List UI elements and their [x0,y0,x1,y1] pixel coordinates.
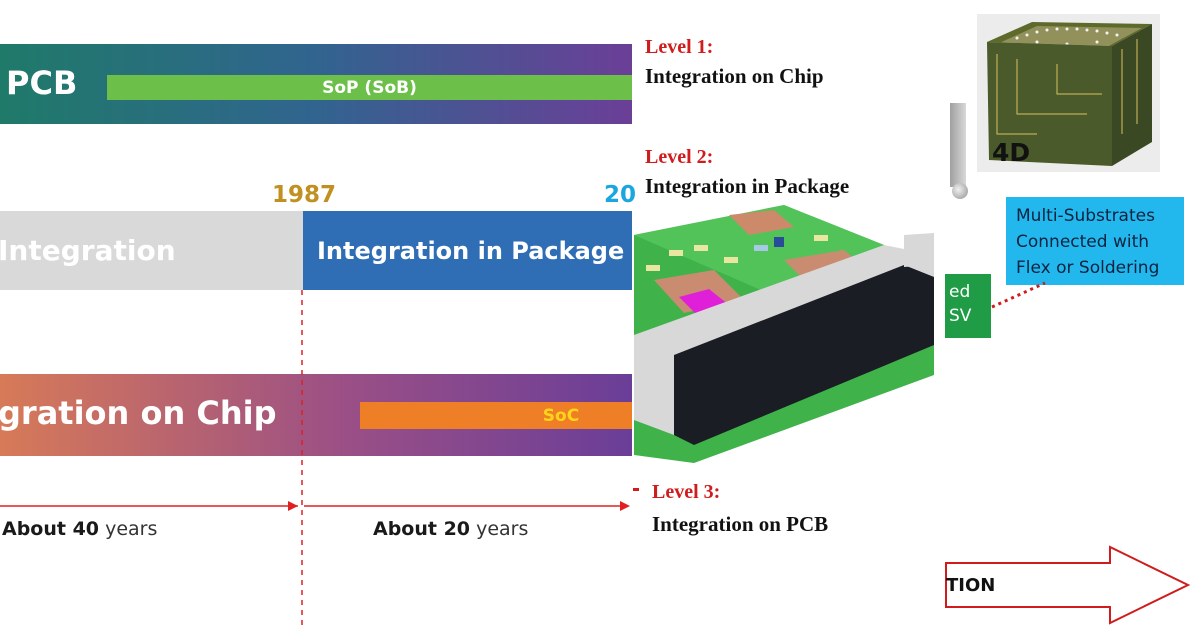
cyan-line-1: Multi-Substrates [1016,206,1155,226]
level3-title: Level 3: [652,481,721,503]
pcb-3d-illustration [634,205,934,463]
level2-text: Integration in Package [645,174,850,198]
cube-4d-illustration [987,22,1152,166]
cyan-line-2: Connected with [1016,232,1150,252]
multi-substrate-note: Multi-Substrates Connected with Flex or … [1006,197,1184,285]
span-arrowhead-left [288,501,298,511]
sop-label: SoP (SoB) [322,77,417,98]
span-arrowhead-right [620,501,630,511]
soc-label: SoC [542,405,580,426]
cube-4d-label: 4D [992,138,1031,167]
cube-image [977,14,1160,172]
integration-box: Integration [0,211,303,290]
connector-dark-face [674,265,934,445]
sop-bar: SoP (SoB) [107,75,632,100]
green-line-1: ed [949,282,971,302]
level1-title: Level 1: [645,36,714,58]
level3-text: Integration on PCB [652,512,829,536]
chip-label: gration on Chip [0,394,277,432]
span-right-label: About 20 years [373,518,529,540]
package-box: Integration in Package [303,211,632,290]
pin-array [1015,27,1119,46]
component-copper-1 [729,210,794,235]
year-1987: 1987 [272,182,337,208]
level2-title: Level 2: [645,146,714,168]
package-label: Integration in Package [317,236,625,265]
level3-marker [633,488,639,491]
pcb-label: PCB [6,64,78,102]
dotted-connector [991,281,1046,309]
tsv-note: ed SV [945,274,991,338]
partial-device [950,103,966,187]
level1-text: Integration on Chip [645,64,824,88]
integration-label: Integration [0,234,176,267]
green-line-2: SV [949,306,972,326]
span-left-label: About 40 years [2,518,158,540]
evolution-arrow [945,545,1191,625]
cyan-line-3: Flex or Soldering [1016,258,1160,278]
timeline-arrows [0,290,630,630]
evolution-arrow-label: TION [946,575,996,596]
soc-bar: SoC [360,402,632,429]
year-partial: 20 [604,182,637,208]
solder-ball [952,183,968,199]
